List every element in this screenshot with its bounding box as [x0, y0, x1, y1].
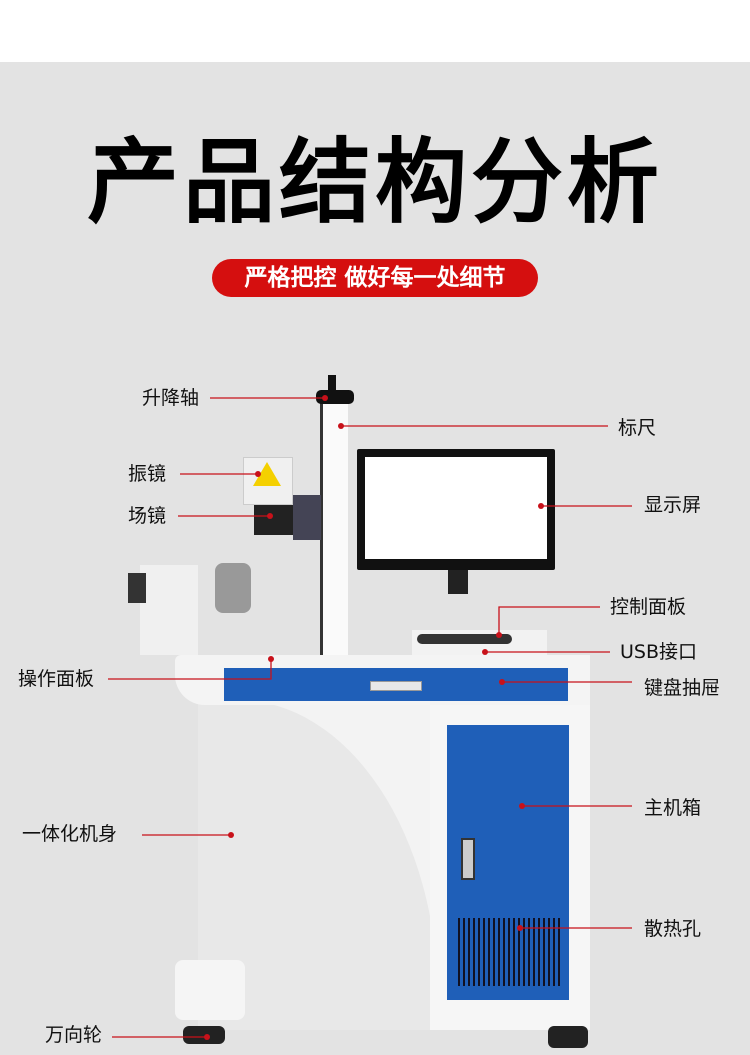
lift-column [320, 400, 348, 655]
foot-bracket [175, 960, 245, 1020]
label-body: 一体化机身 [22, 823, 118, 845]
label-field-lens: 场镜 [128, 505, 167, 527]
label-control-panel: 控制面板 [610, 596, 687, 618]
label-galvo: 振镜 [128, 463, 167, 485]
monitor-screen [365, 457, 547, 559]
door-lock [461, 838, 475, 880]
drawer-handle [370, 681, 422, 691]
rotary-base [140, 565, 198, 655]
callout-operation-panel [108, 659, 272, 680]
head-arm [293, 495, 321, 540]
label-display: 显示屏 [644, 494, 702, 516]
field-lens [254, 505, 294, 535]
page-title: 产品结构分析 [86, 129, 663, 236]
rotary-chuck [215, 563, 251, 613]
subtitle-badge: 严格把控 做好每一处细节 [212, 259, 538, 297]
caster-right [548, 1026, 588, 1048]
lift-knob [328, 375, 336, 393]
label-ruler: 标尺 [618, 417, 657, 439]
rotary-motor [128, 573, 146, 603]
label-vents: 散热孔 [644, 918, 702, 940]
label-usb: USB接口 [620, 641, 698, 663]
label-operation-panel: 操作面板 [18, 668, 95, 690]
monitor-stand [448, 570, 468, 594]
vent-grille [458, 918, 562, 986]
callout-control-panel [498, 606, 600, 635]
label-main-cabinet: 主机箱 [644, 797, 702, 819]
panel-buttons [417, 634, 512, 644]
top-band [0, 0, 750, 62]
caster-left [183, 1026, 225, 1044]
label-casters: 万向轮 [45, 1024, 103, 1046]
label-lift-axis: 升降轴 [142, 387, 200, 409]
label-keyboard-drawer: 键盘抽屉 [644, 677, 721, 699]
